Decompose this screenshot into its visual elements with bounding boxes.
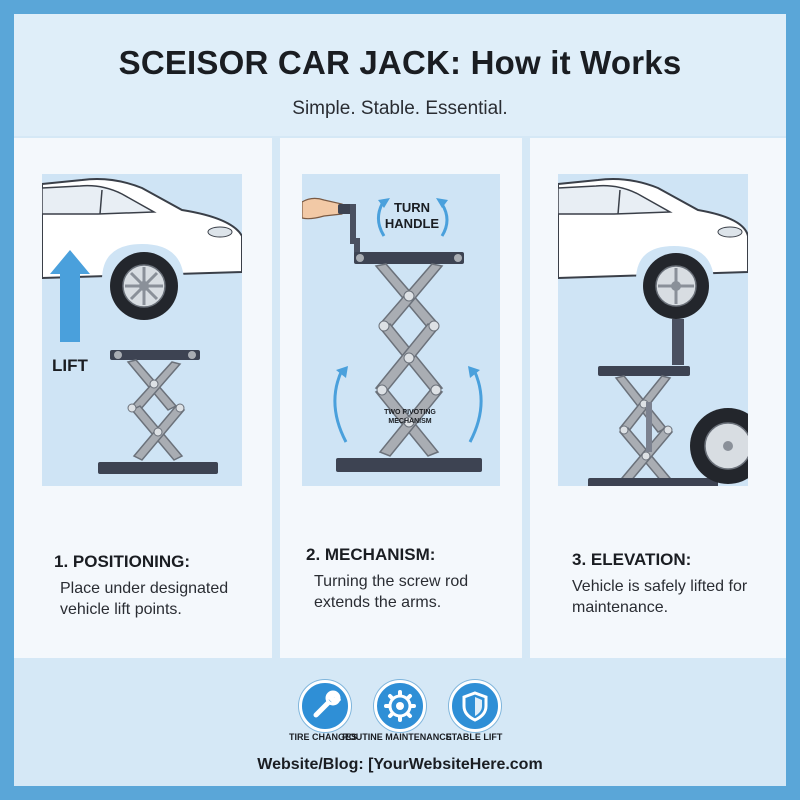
wrench-icon	[299, 680, 351, 732]
crank-handle	[350, 204, 360, 258]
header: SCEISOR CAR JACK: How it Works Simple. S…	[14, 14, 786, 136]
shield-icon	[449, 680, 501, 732]
step-description: Place under designated vehicle lift poin…	[60, 580, 229, 618]
pivot-label: TWO PIVOTING	[384, 409, 436, 416]
step-title: 1. POSITIONING:	[54, 552, 191, 571]
turn-label: TURN	[394, 200, 430, 215]
step-title: 2. MECHANISM:	[306, 545, 436, 564]
lift-label: LIFT	[52, 356, 88, 375]
tire-icon	[110, 252, 178, 320]
rotate-arrow-icon	[378, 198, 390, 208]
handle-label: HANDLE	[385, 216, 439, 231]
lift-arrow-icon	[50, 250, 90, 342]
step-title: 3. ELEVATION:	[572, 550, 692, 569]
page-subtitle: Simple. Stable. Essential.	[292, 98, 508, 119]
spare-tire-icon	[690, 408, 748, 484]
step-panel-positioning: LIFT	[14, 138, 272, 658]
tire-changes-label: TIRE CHANGES	[288, 732, 357, 742]
step-description: Vehicle is safely lifted for maintenance…	[572, 578, 748, 616]
mechanism-diagram: TURN HANDLE	[302, 174, 500, 486]
step-description: Turning the screw rod extends the arms.	[314, 573, 469, 611]
infographic-body: SCEISOR CAR JACK: How it Works Simple. S…	[14, 14, 786, 786]
page-title: SCEISOR CAR JACK: How it Works	[118, 44, 682, 81]
website-link[interactable]: Website/Blog: [YourWebsiteHere.com	[257, 756, 543, 773]
elevation-diagram	[558, 174, 748, 486]
routine-maintenance-label: ROUTINE MAINTENANCE	[342, 732, 452, 742]
mechanism-label: MECHANISM	[388, 418, 431, 425]
stable-lift-label: STABLE LIFT	[445, 732, 503, 742]
collapsed-jack	[98, 350, 218, 474]
gear-icon	[374, 680, 426, 732]
step-panel-elevation: 3. ELEVATION: Vehicle is safely lifted f…	[530, 138, 786, 658]
hand-icon	[302, 197, 354, 220]
positioning-diagram: LIFT	[42, 174, 242, 486]
tire-icon	[643, 253, 709, 319]
step-panel-mechanism: TURN HANDLE	[280, 138, 522, 658]
